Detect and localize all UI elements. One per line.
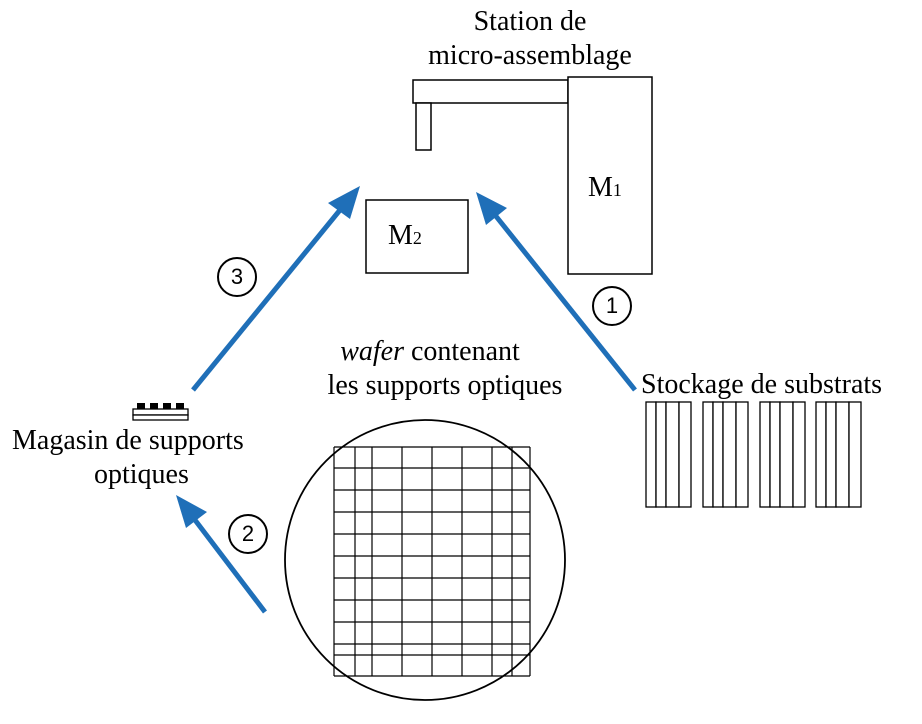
arrow-2 — [176, 495, 267, 614]
wafer-label-line2: les supports optiques — [327, 370, 563, 401]
station-title-line2: micro-assemblage — [428, 40, 632, 71]
arrow-3 — [191, 186, 360, 392]
m2-box — [365, 199, 469, 274]
wafer-label-line1: wafer contenant — [340, 336, 520, 367]
step-2-badge: 2 — [228, 514, 268, 554]
magasin-label-line2: optiques — [94, 459, 189, 490]
substrate-storage-racks — [645, 401, 862, 508]
magasin-label-line1: Magasin de supports — [12, 425, 244, 456]
m1-station-icon — [412, 76, 653, 275]
m1-label: M1 — [588, 172, 622, 203]
wafer-grid — [284, 419, 566, 701]
m2-label: M2 — [388, 220, 422, 251]
station-title-line1: Station de — [473, 6, 587, 37]
stockage-label: Stockage de substrats — [641, 369, 883, 400]
step-3-badge: 3 — [217, 257, 257, 297]
magasin-tray-icon — [132, 403, 189, 421]
step-1-badge: 1 — [592, 286, 632, 326]
arrow-1 — [476, 192, 637, 392]
